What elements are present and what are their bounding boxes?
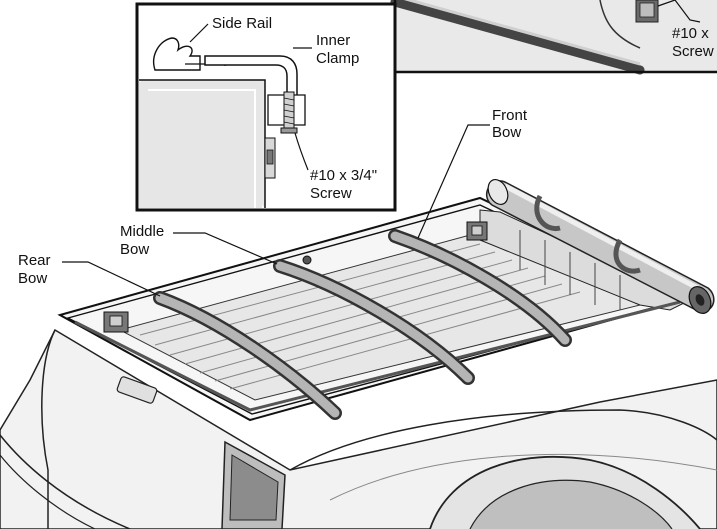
label-leaders (62, 124, 490, 297)
truck-illustration (0, 328, 717, 529)
bows (153, 229, 572, 420)
front-bow-label-line2: Bow (492, 124, 521, 141)
rear-bow-label-line2: Bow (18, 270, 47, 287)
clamps (103, 221, 488, 333)
middle-bow-label-line2: Bow (120, 241, 149, 258)
inner-clamp-label-line2: Clamp (316, 50, 359, 67)
labels: Side Rail Inner Clamp #10 x 3/4" Screw #… (18, 15, 714, 287)
screw-detail-label-line2: Screw (310, 185, 352, 202)
rear-bow-label-line1: Rear (18, 252, 51, 269)
inner-clamp-label-line1: Inner (316, 32, 350, 49)
front-bow-label-line1: Front (492, 107, 528, 124)
screw-partial-label-line2: Screw (672, 43, 714, 60)
screw-detail-label-line1: #10 x 3/4" (310, 167, 377, 184)
inset-detail-box (135, 2, 397, 212)
middle-bow-label-line1: Middle (120, 223, 164, 240)
side-rail-label: Side Rail (212, 15, 272, 32)
rolled-cover (486, 179, 715, 314)
top-right-partial-view (390, 0, 717, 75)
screw-partial-label-line1: #10 x (672, 25, 709, 42)
